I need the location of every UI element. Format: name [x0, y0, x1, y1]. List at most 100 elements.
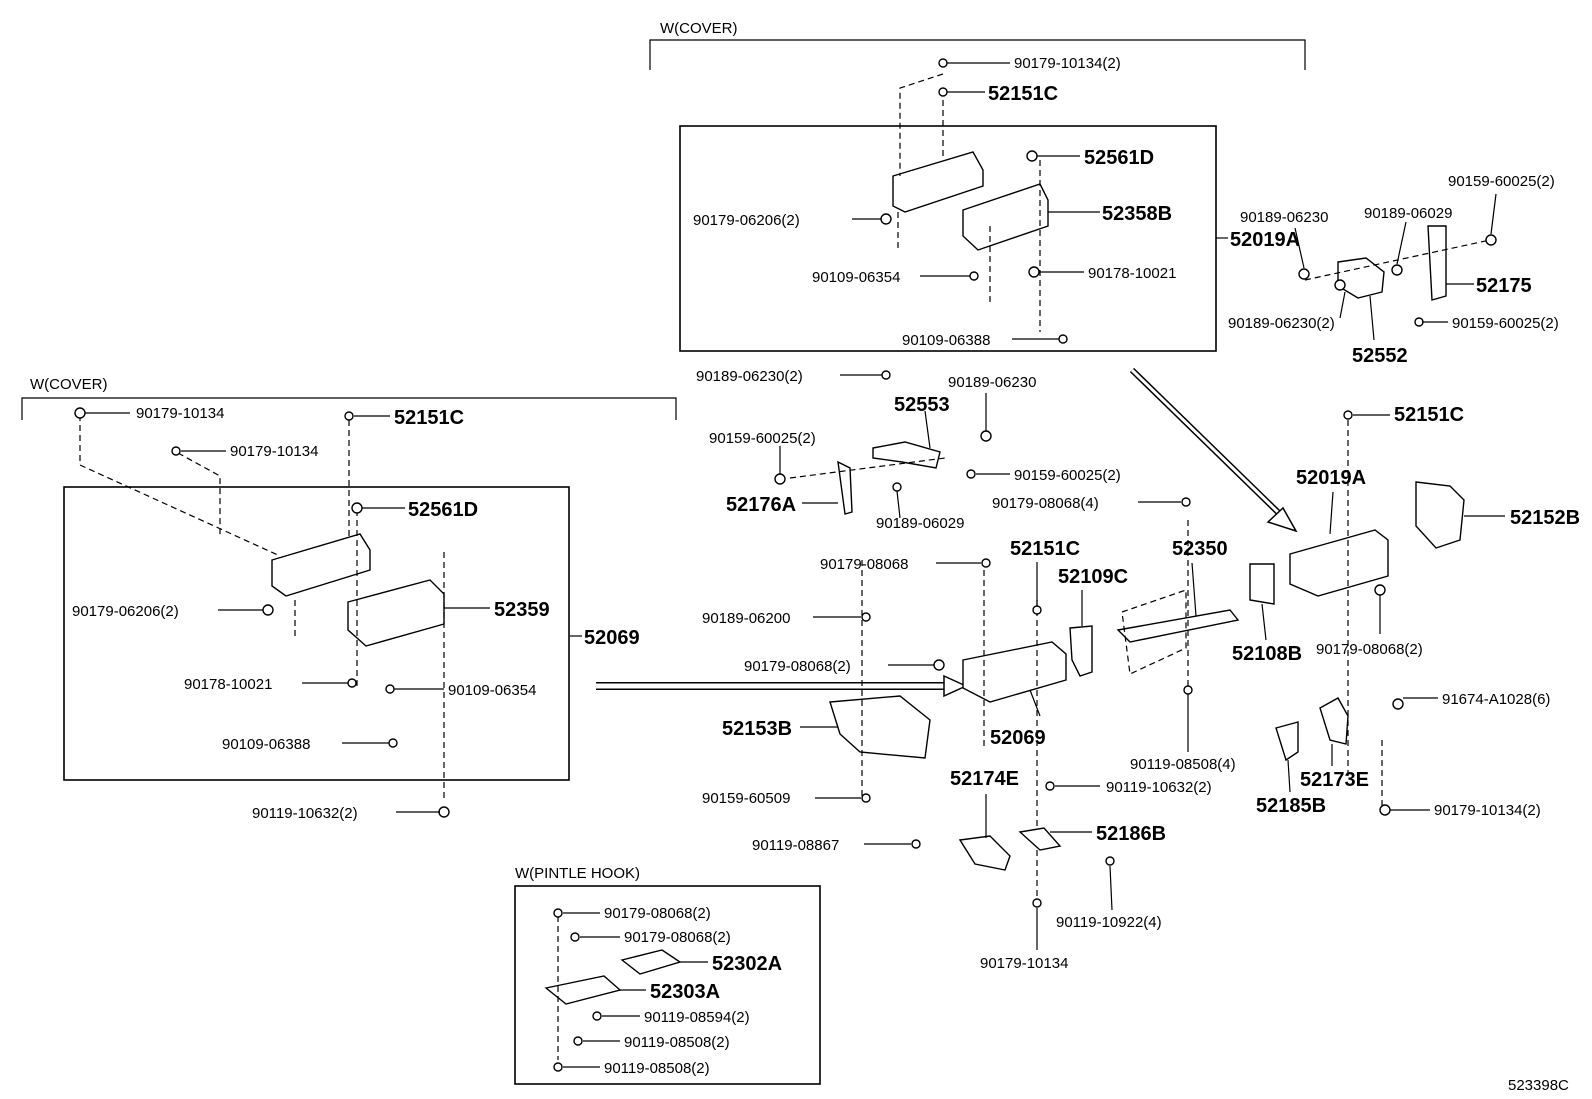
plate-52302a-drawing	[620, 949, 682, 975]
part-label: 52561D	[408, 499, 478, 521]
part-label: 52302A	[712, 953, 782, 975]
pintle-hook-box	[514, 885, 821, 1085]
part-label: 90119-10632(2)	[252, 805, 358, 822]
diagram-reference-number: 523398C	[1508, 1077, 1569, 1094]
part-label: 90179-08068(4)	[992, 495, 1099, 512]
bracket-52152b-drawing	[1415, 481, 1465, 549]
rear-member-52019a-drawing	[1289, 529, 1389, 597]
part-label: 90189-06200	[702, 610, 790, 627]
bracket-52176a-drawing	[837, 460, 853, 515]
part-label: 90159-60509	[702, 790, 790, 807]
part-label: 90189-06230	[1240, 209, 1328, 226]
part-label: 90109-06354	[448, 682, 536, 699]
part-label: 52350	[1172, 538, 1228, 560]
part-label: 90179-10134(2)	[1434, 802, 1541, 819]
part-label: 52151C	[394, 407, 464, 429]
plate-52303a-drawing	[544, 975, 622, 1005]
bracket-52109c-drawing	[1069, 625, 1093, 677]
part-label: 90119-08508(2)	[604, 1060, 710, 1077]
part-label: 90119-10632(2)	[1106, 779, 1212, 796]
part-label: 90179-06206(2)	[72, 603, 179, 620]
part-label: 90189-06029	[876, 515, 964, 532]
bracket-52174e-drawing	[958, 835, 1011, 871]
part-label: 52019A	[1230, 229, 1300, 251]
part-label: 90159-60025(2)	[1014, 467, 1121, 484]
part-label: 52561D	[1084, 147, 1154, 169]
bracket-52173e-drawing	[1319, 697, 1349, 745]
bracket-52186b-drawing	[1018, 827, 1062, 851]
bracket-52553-drawing	[872, 441, 941, 469]
pintle-hook-group-label: W(PINTLE HOOK)	[515, 865, 640, 882]
part-label: 52108B	[1232, 643, 1302, 665]
part-label: 52174E	[950, 768, 1019, 790]
part-label: 90179-10134	[136, 405, 224, 422]
part-label: 90179-08068	[820, 556, 908, 573]
pintle-hook-group: W(PINTLE HOOK)	[514, 865, 821, 1085]
part-label: 90179-10134	[230, 443, 318, 460]
part-label: 90109-06354	[812, 269, 900, 286]
part-label: 52152B	[1510, 507, 1580, 529]
part-label: 90189-06230	[948, 374, 1036, 391]
part-label: 91674-A1028(6)	[1442, 691, 1550, 708]
part-label: 90179-10134(2)	[1014, 55, 1121, 72]
part-label: 90189-06029	[1364, 205, 1452, 222]
part-label: 90179-10134	[980, 955, 1068, 972]
part-label: 90189-06230(2)	[1228, 315, 1335, 332]
part-label: 52185B	[1256, 795, 1326, 817]
part-label: 90119-08594(2)	[644, 1009, 750, 1026]
part-label: 52359	[494, 599, 550, 621]
part-labels: 90179-10134(2) 52151C 52561D 52358B 5201…	[72, 55, 1580, 1077]
part-label: 52303A	[650, 981, 720, 1003]
part-label: 90159-60025(2)	[1452, 315, 1559, 332]
left-upper-cover-drawing	[271, 533, 371, 597]
bracket-52185b-drawing	[1275, 721, 1299, 762]
part-label: 52173E	[1300, 769, 1369, 791]
plate-52350-drawing	[1116, 609, 1240, 643]
bumper-end-52153b-drawing	[829, 695, 931, 759]
crossmember-52069-drawing	[962, 641, 1067, 703]
bracket-52108b-drawing	[1249, 563, 1275, 605]
bracket-52175-drawing	[1427, 225, 1447, 301]
part-label: 90178-10021	[184, 676, 272, 693]
part-label: 90178-10021	[1088, 265, 1176, 282]
part-label: 52358B	[1102, 203, 1172, 225]
part-label: 52151C	[1010, 538, 1080, 560]
part-label: 52186B	[1096, 823, 1166, 845]
part-label: 52069	[584, 627, 640, 649]
part-label: 52553	[894, 394, 950, 416]
part-label: 90109-06388	[902, 332, 990, 349]
upper-cover-bracket-drawing	[892, 151, 984, 213]
part-label: 52552	[1352, 345, 1408, 367]
part-label: 52176A	[726, 494, 796, 516]
part-label: 90179-06206(2)	[693, 212, 800, 229]
leader-lines	[85, 62, 1505, 1068]
part-label: 90159-60025(2)	[709, 430, 816, 447]
part-label: 52019A	[1296, 467, 1366, 489]
part-label: 52175	[1476, 275, 1532, 297]
left-cover-group-label: W(COVER)	[30, 376, 108, 393]
cover-52359-drawing	[347, 579, 445, 647]
part-label: 52153B	[722, 718, 792, 740]
part-label: 90159-60025(2)	[1448, 173, 1555, 190]
part-label: 90179-08068(2)	[624, 929, 731, 946]
part-label: 90179-08068(2)	[744, 658, 851, 675]
left-cover-group: W(COVER)	[21, 376, 677, 781]
part-label: 52109C	[1058, 566, 1128, 588]
top-cover-group-label: W(COVER)	[660, 20, 738, 37]
part-label: 90179-08068(2)	[604, 905, 711, 922]
part-label: 52069	[990, 727, 1046, 749]
part-label: 90119-08508(4)	[1130, 756, 1236, 773]
part-label: 90119-08508(2)	[624, 1034, 730, 1051]
part-label: 52151C	[1394, 404, 1464, 426]
flow-arrows	[596, 367, 1298, 698]
part-label: 90119-10922(4)	[1056, 914, 1162, 931]
part-label: 90109-06388	[222, 736, 310, 753]
part-drawings	[74, 58, 1497, 1072]
part-label: 90189-06230(2)	[696, 368, 803, 385]
part-label: 90119-08867	[752, 837, 839, 854]
cover-52358b-drawing	[962, 183, 1049, 251]
left-cover-assembly-box	[63, 486, 570, 781]
part-label: 52151C	[988, 83, 1058, 105]
